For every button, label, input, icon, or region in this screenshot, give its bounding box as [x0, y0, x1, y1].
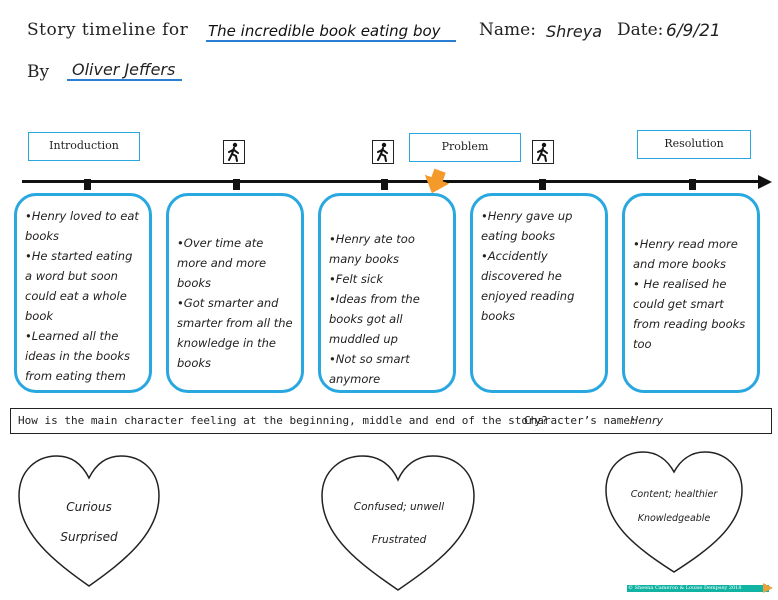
- copyright-strip: [627, 585, 769, 592]
- pencil-icon: [763, 583, 773, 593]
- feeling-word: Surprised: [60, 530, 118, 544]
- event-bullet: •Not so smart anymore: [329, 352, 410, 386]
- heart-middle-icon: [321, 455, 475, 591]
- orange-down-arrow-icon: [421, 168, 451, 200]
- name-value: Shreya: [546, 22, 602, 41]
- feeling-word: Frustrated: [371, 534, 427, 546]
- date-value: 6/9/21: [666, 21, 721, 41]
- feeling-word: Content; healthier: [630, 489, 718, 500]
- event-bullet: •Ideas from the books got all muddled up: [329, 292, 420, 346]
- event-bullet: • He realised he could get smart from re…: [633, 277, 746, 351]
- title-label: Story timeline for: [27, 20, 189, 40]
- timeline-tick: [233, 179, 240, 190]
- event-bullet: •Learned all the ideas in the books from…: [25, 329, 130, 383]
- event-box-2: •Over time ate more and more books •Got …: [166, 193, 304, 393]
- timeline-arrowhead: [758, 175, 772, 189]
- walking-person-icon: [372, 140, 394, 164]
- name-label: Name:: [479, 20, 536, 40]
- timeline-tick: [689, 179, 696, 190]
- character-name-label: Character’s name:: [524, 414, 637, 427]
- timeline-tick: [381, 179, 388, 190]
- stage-introduction: Introduction: [28, 132, 140, 161]
- book-title: The incredible book eating boy: [208, 22, 441, 40]
- feeling-word: Curious: [66, 500, 112, 514]
- event-bullet: •Henry ate too many books: [329, 232, 415, 266]
- heart-beginning-icon: [18, 455, 160, 587]
- stage-problem: Problem: [409, 133, 521, 162]
- walking-person-icon: [532, 140, 554, 164]
- event-bullet: •Henry gave up eating books: [481, 209, 573, 243]
- timeline-line: [22, 180, 762, 183]
- copyright-text: © Sheena Cameron & Louise Dempsey 2018: [628, 585, 742, 591]
- event-bullet: •He started eating a word but soon could…: [25, 249, 133, 323]
- feeling-word: Confused; unwell: [353, 501, 445, 513]
- timeline-tick: [539, 179, 546, 190]
- event-bullet: •Felt sick: [329, 272, 384, 286]
- by-label: By: [27, 62, 50, 82]
- event-box-5: •Henry read more and more books • He rea…: [622, 193, 760, 393]
- feeling-beginning: Curious Surprised: [30, 492, 148, 552]
- feelings-question-box: [10, 408, 772, 434]
- feeling-middle: Confused; unwell Frustrated: [340, 491, 458, 557]
- event-bullet: •Henry read more and more books: [633, 237, 738, 271]
- event-bullet: •Got smarter and smarter from all the kn…: [177, 296, 293, 370]
- event-box-1: •Henry loved to eat books •He started ea…: [14, 193, 152, 393]
- event-bullet: •Over time ate more and more books: [177, 236, 267, 290]
- feeling-word: Knowledgeable: [637, 513, 711, 524]
- event-box-4: •Henry gave up eating books •Accidently …: [470, 193, 608, 393]
- stage-resolution: Resolution: [637, 130, 751, 159]
- feeling-end: Content; healthier Knowledgeable: [618, 483, 730, 531]
- heart-end-icon: [605, 451, 743, 573]
- timeline-tick: [84, 179, 91, 190]
- feelings-question: How is the main character feeling at the…: [18, 414, 548, 427]
- character-name-value: Henry: [630, 414, 664, 427]
- walking-person-icon: [223, 140, 245, 164]
- event-box-3: •Henry ate too many books •Felt sick •Id…: [318, 193, 456, 393]
- date-label: Date:: [617, 20, 664, 40]
- author-name: Oliver Jeffers: [72, 60, 176, 79]
- book-title-underline: [206, 40, 456, 42]
- author-underline: [67, 79, 182, 81]
- event-bullet: •Accidently discovered he enjoyed readin…: [481, 249, 575, 323]
- event-bullet: •Henry loved to eat books: [25, 209, 139, 243]
